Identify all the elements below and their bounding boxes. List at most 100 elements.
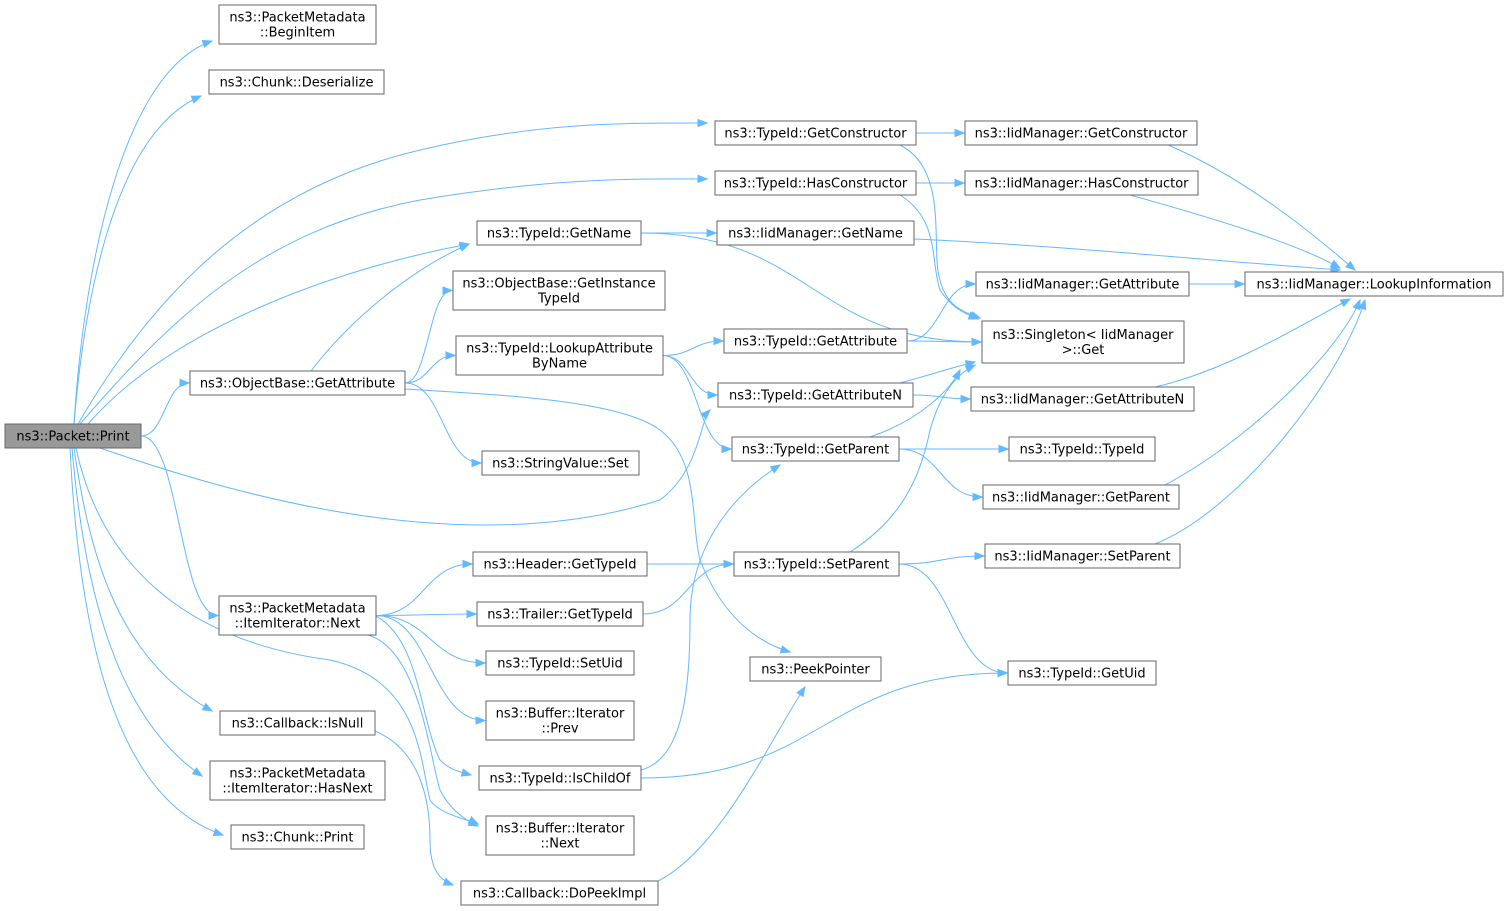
edge-line: [1129, 194, 1341, 269]
arrowhead-icon: [974, 551, 986, 561]
node-box: [4, 423, 142, 449]
node-iid_getname[interactable]: ns3::IidManager::GetName: [716, 220, 915, 246]
edge-line: [662, 355, 732, 450]
node-iid_getparent[interactable]: ns3::IidManager::GetParent: [982, 484, 1180, 510]
node-box: [733, 551, 900, 577]
node-iid_getconstructor[interactable]: ns3::IidManager::GetConstructor: [964, 120, 1198, 146]
edge-print-to-chunk_print: [69, 447, 225, 836]
arrowhead-icon: [998, 444, 1010, 454]
node-getname[interactable]: ns3::TypeId::GetName: [476, 220, 642, 246]
node-singleton_get[interactable]: ns3::Singleton< IidManager>::Get: [981, 320, 1185, 364]
node-box: [964, 170, 1199, 196]
arrowhead-icon: [201, 702, 214, 712]
node-label: ns3::TypeId::GetAttributeN: [729, 389, 902, 404]
edge-getconstructor-to-iid_getconstructor: [916, 128, 966, 138]
arrowhead-icon: [471, 458, 483, 468]
node-box: [481, 450, 640, 476]
node-trailer_gettypeid[interactable]: ns3::Trailer::GetTypeId: [476, 601, 644, 627]
edge-line: [79, 178, 708, 425]
edge-line: [640, 464, 781, 771]
edge-lookupattrbyname-to-getparent: [662, 355, 733, 454]
node-box: [982, 484, 1180, 510]
edge-print-to-getconstructor: [77, 118, 709, 425]
node-box: [476, 220, 642, 246]
edge-line: [898, 563, 1008, 674]
edge-iid_getparent-to-lookupinformation: [1164, 298, 1361, 486]
node-label: ns3::ObjectBase::GetAttribute: [200, 377, 395, 392]
edge-hasconstructor-to-singleton_get: [899, 194, 980, 320]
edge-pm_next-to-header_gettypeid: [375, 559, 474, 616]
node-hasconstructor[interactable]: ns3::TypeId::HasConstructor: [714, 170, 917, 196]
node-obj_getattribute[interactable]: ns3::ObjectBase::GetAttribute: [189, 370, 406, 396]
node-hasnext[interactable]: ns3::PacketMetadata::ItemIterator::HasNe…: [209, 760, 386, 801]
edge-line: [375, 615, 472, 776]
node-iid_hasconstructor[interactable]: ns3::IidManager::HasConstructor: [964, 170, 1199, 196]
node-box: [230, 824, 365, 850]
edge-line: [375, 615, 486, 664]
node-header_gettypeid[interactable]: ns3::Header::GetTypeId: [472, 551, 648, 577]
node-getattributen[interactable]: ns3::TypeId::GetAttributeN: [717, 382, 914, 408]
arrowhead-icon: [707, 390, 719, 400]
node-box: [219, 710, 376, 736]
node-label: >::Get: [1062, 343, 1105, 358]
edge-iid_hasconstructor-to-lookupinformation: [1129, 194, 1342, 269]
edge-header_gettypeid-to-setparent: [646, 559, 735, 569]
node-tid_getattribute[interactable]: ns3::TypeId::GetAttribute: [723, 328, 908, 354]
node-label: ns3::PacketMetadata: [229, 11, 365, 26]
node-label: ns3::Callback::DoPeekImpl: [473, 887, 646, 902]
node-iid_setparent[interactable]: ns3::IidManager::SetParent: [984, 543, 1181, 569]
node-label: ns3::TypeId::GetName: [487, 227, 631, 242]
node-box: [714, 120, 917, 146]
edge-line: [140, 435, 219, 616]
arrowhead-icon: [190, 95, 203, 104]
node-setuid[interactable]: ns3::TypeId::SetUid: [485, 650, 635, 676]
arrowhead-icon: [1234, 279, 1246, 289]
node-box: [208, 69, 385, 95]
node-buf_next[interactable]: ns3::Buffer::Iterator::Next: [485, 815, 635, 856]
edge-hasconstructor-to-iid_hasconstructor: [916, 178, 966, 188]
edge-ischildof-to-getuid: [640, 668, 1009, 779]
arrowhead-icon: [965, 279, 977, 289]
node-chunk_print[interactable]: ns3::Chunk::Print: [230, 824, 365, 850]
node-lookupinformation[interactable]: ns3::IidManager::LookupInformation: [1244, 271, 1504, 297]
node-getparent[interactable]: ns3::TypeId::GetParent: [731, 436, 900, 462]
arrowhead-icon: [467, 818, 480, 827]
arrowhead-icon: [1329, 259, 1342, 269]
node-pm_next[interactable]: ns3::PacketMetadata::ItemIterator::Next: [218, 595, 377, 636]
edge-line: [1167, 144, 1356, 271]
node-beginitem[interactable]: ns3::PacketMetadata::BeginItem: [218, 4, 377, 45]
node-peekpointer[interactable]: ns3::PeekPointer: [749, 656, 882, 682]
node-label: ns3::TypeId::GetUid: [1018, 667, 1145, 682]
node-stringvalueset[interactable]: ns3::StringValue::Set: [481, 450, 640, 476]
node-label: ns3::TypeId::LookupAttribute: [466, 342, 653, 357]
node-getconstructor[interactable]: ns3::TypeId::GetConstructor: [714, 120, 917, 146]
edge-line: [404, 388, 791, 653]
node-typeid_ctor[interactable]: ns3::TypeId::TypeId: [1008, 436, 1156, 462]
edge-print-to-getname: [87, 241, 471, 425]
node-dopeekimpl[interactable]: ns3::Callback::DoPeekImpl: [460, 880, 659, 906]
node-setparent[interactable]: ns3::TypeId::SetParent: [733, 551, 900, 577]
node-label: ns3::Header::GetTypeId: [483, 558, 636, 573]
node-deserialize[interactable]: ns3::Chunk::Deserialize: [208, 69, 385, 95]
node-label: ns3::IidManager::GetParent: [992, 491, 1170, 506]
node-ischildof[interactable]: ns3::TypeId::IsChildOf: [478, 765, 642, 791]
arrowhead-icon: [208, 611, 220, 620]
arrowhead-icon: [697, 118, 709, 128]
node-iid_getattributen[interactable]: ns3::IidManager::GetAttributeN: [970, 386, 1195, 412]
node-iid_getattribute[interactable]: ns3::IidManager::GetAttribute: [975, 271, 1190, 297]
node-label: ns3::Packet::Print: [16, 430, 129, 445]
arrowhead-icon: [700, 409, 711, 420]
node-label: ns3::IidManager::GetAttribute: [986, 278, 1180, 293]
edge-line: [899, 144, 981, 319]
arrowhead-icon: [796, 685, 806, 698]
node-isnull[interactable]: ns3::Callback::IsNull: [219, 710, 376, 736]
edge-pm_next-to-trailer_gettypeid: [375, 609, 478, 619]
edge-line: [75, 447, 479, 825]
node-print[interactable]: ns3::Packet::Print: [4, 423, 142, 449]
node-label: ns3::Singleton< IidManager: [992, 328, 1174, 343]
node-buf_prev[interactable]: ns3::Buffer::Iterator::Prev: [485, 700, 635, 741]
edge-line: [140, 382, 190, 437]
node-getuid[interactable]: ns3::TypeId::GetUid: [1007, 660, 1157, 686]
